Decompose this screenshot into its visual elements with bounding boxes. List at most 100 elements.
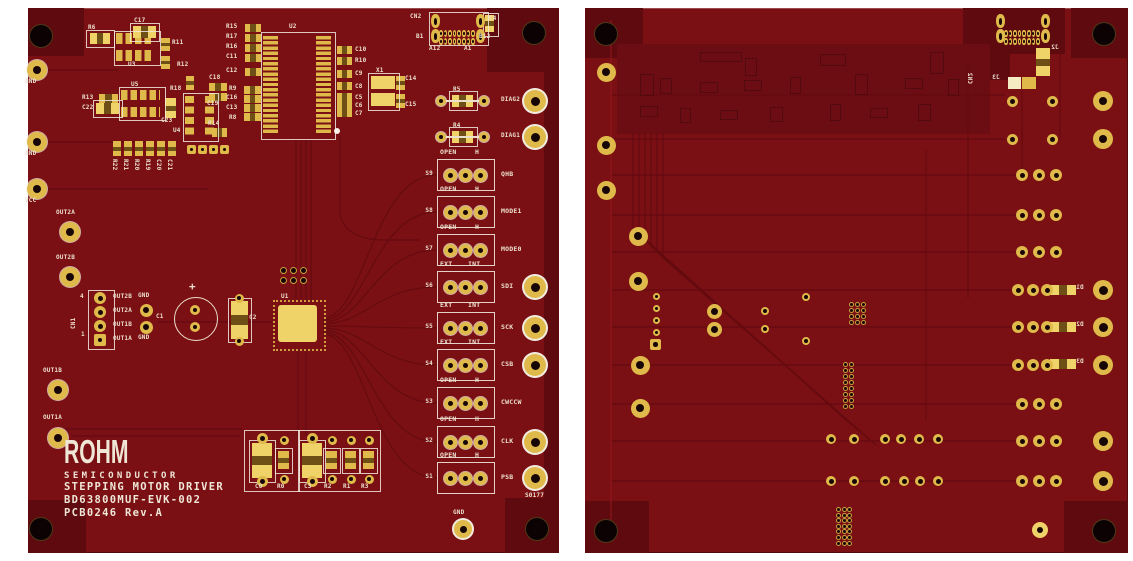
smd-component [363, 451, 374, 469]
pad-hole [1015, 287, 1021, 293]
pad-hole [1098, 436, 1108, 446]
pad [473, 168, 487, 182]
pad [630, 355, 650, 375]
silk-label: OUT1B [113, 321, 133, 328]
pad-hole [97, 295, 103, 301]
smd-component [212, 128, 227, 137]
pad-hole [1019, 401, 1025, 407]
pad-hole [66, 273, 74, 281]
via [844, 375, 847, 378]
smd-body [215, 93, 221, 101]
smd-body [342, 101, 347, 109]
switch-signal-label: QHB [501, 170, 514, 178]
smd-body [124, 146, 132, 151]
via [850, 399, 853, 402]
pad [933, 434, 943, 444]
pad-hole [653, 342, 658, 347]
pad [458, 243, 472, 257]
smd-body [250, 54, 256, 62]
via [837, 530, 840, 534]
switch-header-left: OPEN [440, 223, 457, 231]
smd-body [396, 99, 405, 103]
smd-component [99, 94, 118, 103]
pad-hole [477, 247, 483, 253]
pad-hole [282, 438, 286, 442]
pad [94, 306, 106, 318]
smd-component [1050, 285, 1076, 295]
via [291, 278, 296, 283]
pad-hole [211, 147, 216, 152]
silk-label: CN2 [410, 13, 422, 20]
smd-component [157, 141, 165, 156]
ghost-footprint [700, 82, 718, 93]
switch-id-label: S5 [425, 323, 433, 330]
via [850, 375, 853, 378]
pad-hole [447, 439, 453, 445]
via [850, 303, 853, 306]
pad [256, 432, 268, 444]
pad-hole [54, 386, 62, 394]
capacitor-outline [174, 297, 218, 341]
silk-label: GND [25, 150, 37, 157]
rohm-logo: ROHM [64, 433, 129, 470]
smd-body [302, 456, 322, 466]
smd-component [337, 57, 352, 65]
via [837, 508, 840, 511]
smd-component [135, 141, 143, 156]
silk-outline [119, 87, 166, 121]
oval-pad [457, 30, 461, 37]
silk-label-vertical: R19 [144, 159, 151, 171]
square-pad [650, 339, 661, 350]
smd-component [90, 33, 110, 44]
pad-hole [439, 39, 442, 44]
pad [761, 325, 769, 333]
silk-label: R16 [226, 43, 238, 50]
switch-silk-box [437, 196, 495, 228]
silk-label: C0 [255, 483, 263, 490]
pad-hole [1043, 17, 1048, 25]
pad [1033, 169, 1045, 181]
smd-body [342, 93, 347, 101]
pad-hole [1018, 39, 1021, 44]
pad-hole [1053, 212, 1059, 218]
pad-hole [1044, 287, 1050, 293]
silk-label: X1 [376, 67, 384, 74]
pad-hole [530, 473, 540, 483]
pad [443, 280, 457, 294]
oval-pad [1022, 30, 1026, 37]
silk-label: C15 [405, 101, 417, 108]
pad-hole [636, 404, 644, 412]
pad-hole [1004, 39, 1007, 44]
pad [473, 280, 487, 294]
pad-hole [459, 525, 467, 533]
silk-label: C23 [161, 117, 173, 124]
via [844, 363, 847, 366]
qfn-chip-body [278, 305, 317, 342]
smd-component [165, 98, 176, 118]
pad [1033, 435, 1045, 447]
pad-hole [462, 31, 465, 36]
pad-hole [1044, 362, 1050, 368]
pad-hole [259, 478, 265, 484]
oval-pad [996, 29, 1005, 43]
switch-header-left: OPEN [440, 148, 457, 156]
smd-body [342, 46, 347, 54]
pad-rect [1022, 77, 1036, 89]
smd-body [342, 70, 347, 78]
silk-label-vertical: R22 [111, 159, 118, 171]
silk-label-vertical: C21 [166, 159, 173, 171]
smd-component [1036, 48, 1050, 76]
pad-hole [462, 439, 468, 445]
via [837, 513, 840, 517]
pad-hole [477, 172, 483, 178]
pad-hole [472, 39, 474, 44]
switch-header-right: H [475, 223, 480, 231]
square-pad [94, 334, 106, 346]
switch-header-left: EXT [440, 301, 453, 309]
switch-silk-box [437, 349, 495, 381]
via [291, 268, 296, 273]
pad-hole [530, 282, 540, 292]
pad [880, 434, 890, 444]
smd-component [396, 76, 405, 90]
via [850, 315, 853, 318]
